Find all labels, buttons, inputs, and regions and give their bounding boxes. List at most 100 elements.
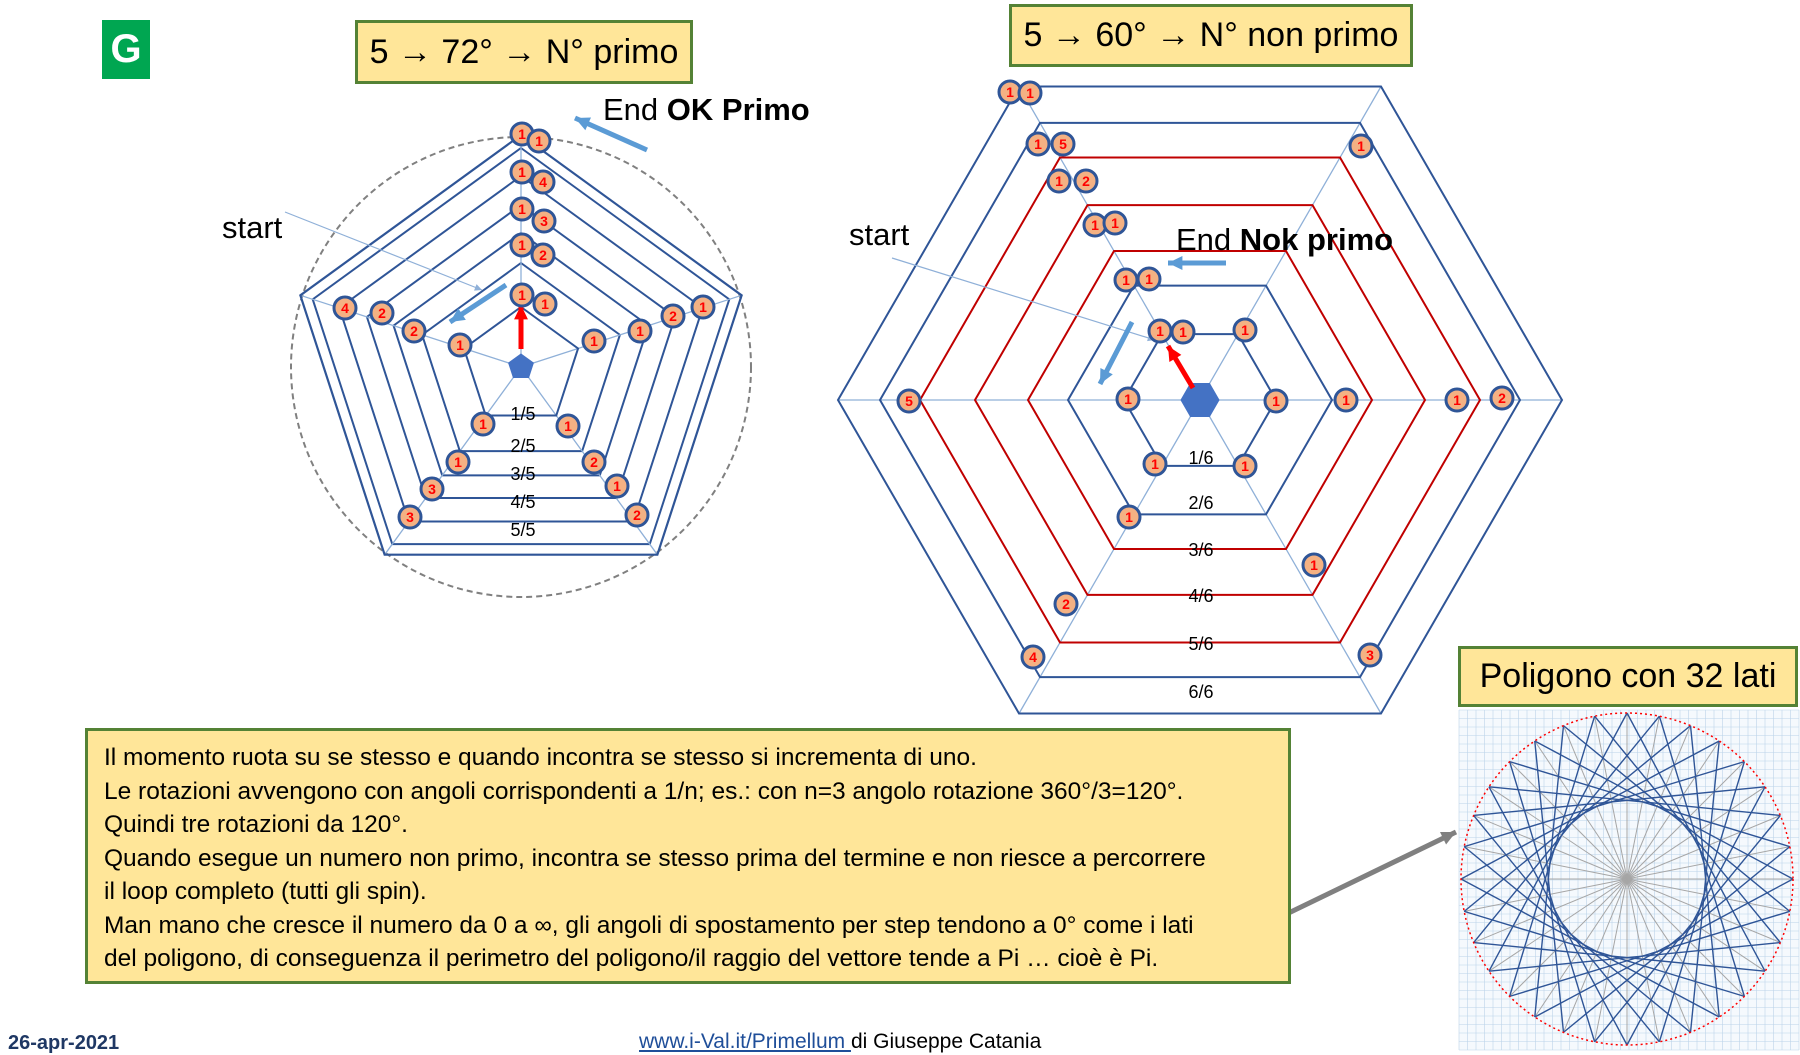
counter-dot-circle [509, 196, 535, 222]
polygon-chord [1488, 941, 1781, 972]
polygon-radius [1626, 815, 1781, 880]
counter-dot-circle [1232, 317, 1258, 343]
counter-dot-circle [627, 318, 653, 344]
counter-dot-circle [1357, 642, 1383, 668]
counter-dot: 4 [332, 295, 358, 321]
polygon-chord [1626, 712, 1766, 972]
counter-dot: 2 [369, 300, 395, 326]
polygon-radius [1488, 878, 1628, 972]
counter-dot-circle [447, 332, 473, 358]
pentagon-ring-label: 2/5 [510, 436, 535, 456]
note-line: Man mano che cresce il numero da 0 a ∞, … [104, 911, 1194, 939]
polygon-chord [1463, 760, 1745, 848]
counter-dot-circle [532, 291, 558, 317]
counter-dot-circle [1102, 210, 1128, 236]
counter-dot-label: 1 [518, 201, 526, 217]
pentagon-title-box: 5 → 72° → N° primo [355, 20, 693, 84]
hexagon-start-arrow-head [1100, 368, 1113, 384]
polygon-radius [1626, 761, 1745, 880]
counter-dot-label: 1 [1357, 138, 1365, 154]
counter-dot-label: 1 [1034, 136, 1042, 152]
polygon-chord [1689, 740, 1720, 1033]
polygon-radius [1626, 878, 1745, 997]
note-line: Quando esegue un numero non primo, incon… [104, 844, 1206, 872]
polygon-chord [1463, 846, 1691, 1033]
counter-dot-circle [470, 411, 496, 437]
counter-dot-label: 1 [535, 133, 543, 149]
counter-dot: 1 [1232, 317, 1258, 343]
counter-dot-label: 2 [633, 507, 641, 523]
counter-dot-label: 4 [341, 300, 349, 316]
counter-dot-circle [604, 473, 630, 499]
polygon-chord [1488, 712, 1628, 972]
counter-dot: 1 [526, 128, 552, 154]
hexagon-ring-label: 5/6 [1188, 634, 1213, 654]
counter-dot-label: 1 [1055, 173, 1063, 189]
counter-dot-label: 1 [590, 333, 598, 349]
polygon-chord [1473, 815, 1660, 1043]
counter-dot-label: 1 [1342, 392, 1350, 408]
pentagon-ring [420, 261, 622, 453]
counter-dot: 1 [509, 196, 535, 222]
pentagon-ring [311, 146, 731, 546]
hexagon-ring-label: 2/6 [1188, 493, 1213, 513]
counter-dot-circle [555, 413, 581, 439]
counter-dot: 1 [470, 411, 496, 437]
polygon-radius [1464, 846, 1628, 880]
counter-dot: 1 [447, 332, 473, 358]
polygon-radius [1626, 740, 1720, 880]
counter-dot: 2 [581, 449, 607, 475]
counter-dot-circle [1136, 266, 1162, 292]
pentagon-vector-arrow-head [514, 305, 528, 320]
polygon-chord [1460, 878, 1720, 1018]
polygon-chord [1508, 761, 1596, 1043]
pentagon-ring-label: 3/5 [510, 464, 535, 484]
pentagon-outer-ring [299, 133, 743, 556]
explanation-note: Il momento ruota su se stesso e quando i… [85, 728, 1291, 984]
counter-dot-circle [1053, 591, 1079, 617]
counter-dot-circle [1232, 453, 1258, 479]
counter-dot-label: 1 [613, 478, 621, 494]
website-link[interactable]: www.i-Val.it/Primellum [639, 1030, 851, 1053]
counter-dot-circle [1170, 319, 1196, 345]
counter-dot: 1 [509, 159, 535, 185]
counter-dot-circle [1444, 387, 1470, 413]
pentagon-ring-label: 4/5 [510, 492, 535, 512]
hexagon-end-arrow-head [1168, 256, 1183, 270]
counter-dot-circle [1142, 451, 1168, 477]
hexagon-ring [1066, 284, 1334, 516]
counter-dot-circle [1116, 504, 1142, 530]
counter-dot-label: 1 [1125, 509, 1133, 525]
counter-dot-circle [1333, 387, 1359, 413]
counter-dot: 1 [1116, 504, 1142, 530]
counter-dot: 1 [1333, 387, 1359, 413]
counter-dot-label: 3 [428, 481, 436, 497]
polygon-chord [1594, 815, 1781, 1043]
counter-dot: 1 [532, 291, 558, 317]
counter-dot-label: 2 [1062, 596, 1070, 612]
counter-dot: 2 [530, 242, 556, 268]
polygon-chord [1460, 740, 1720, 880]
counter-dot-circle [419, 476, 445, 502]
hexagon-ring-label: 1/6 [1188, 448, 1213, 468]
counter-dot: 2 [1053, 591, 1079, 617]
hexagon-ring [878, 121, 1522, 679]
hexagon-end-label: End Nok primo [1176, 222, 1394, 257]
counter-dot: 1 [1017, 80, 1043, 106]
polygon-radius [1464, 878, 1628, 912]
polygon-radius [1509, 761, 1628, 880]
counter-dot: 1 [627, 318, 653, 344]
counter-dot-circle [1348, 133, 1374, 159]
counter-dot-label: 2 [1498, 390, 1506, 406]
polygon-chord [1626, 786, 1766, 1046]
pentagon-inner-ring [462, 305, 580, 417]
counter-dot: 2 [660, 303, 686, 329]
counter-dot-circle [369, 300, 395, 326]
hexagon-ring [836, 85, 1564, 715]
counter-dot-circle [1025, 131, 1051, 157]
counter-dot: 3 [1357, 642, 1383, 668]
polygon-radius [1626, 716, 1660, 880]
pentagon-start-pointer-head [474, 284, 482, 291]
